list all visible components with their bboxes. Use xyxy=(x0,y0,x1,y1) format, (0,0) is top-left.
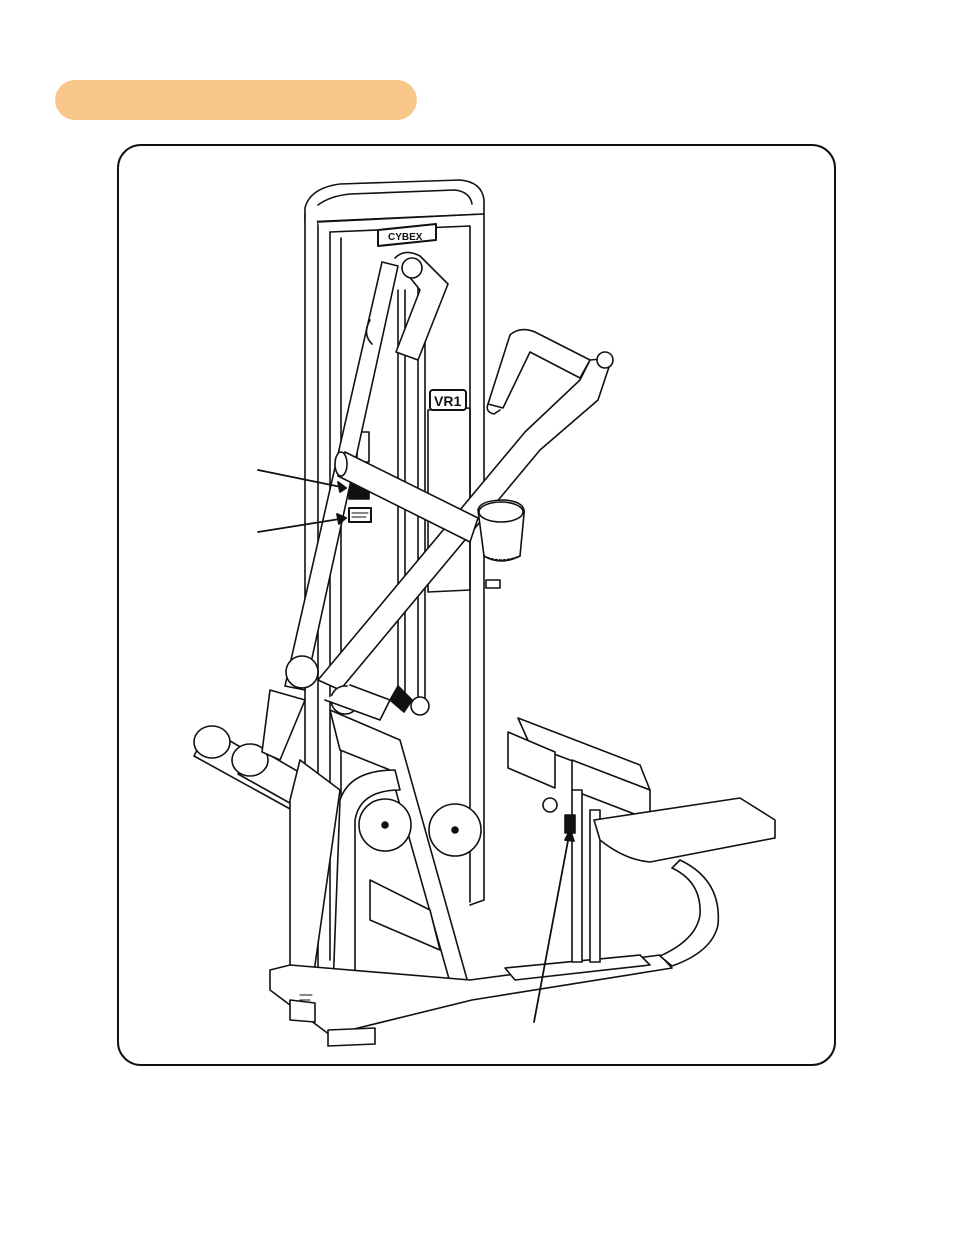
section-header-bar xyxy=(55,80,417,120)
brand-logo-badge: CYBEX xyxy=(377,223,437,247)
model-label-text: VR1 xyxy=(434,393,461,409)
callout-lines xyxy=(257,469,575,1023)
warning-label-lower xyxy=(348,507,372,523)
seat-assembly xyxy=(507,717,776,967)
lower-linkage xyxy=(289,709,482,1016)
base-frame xyxy=(269,954,673,1047)
crossbar xyxy=(334,451,479,543)
brand-logo-text: CYBEX xyxy=(388,232,423,243)
model-badge: VR1 xyxy=(429,389,467,411)
cup-holder xyxy=(477,499,525,589)
pivot-assembly xyxy=(285,655,430,721)
